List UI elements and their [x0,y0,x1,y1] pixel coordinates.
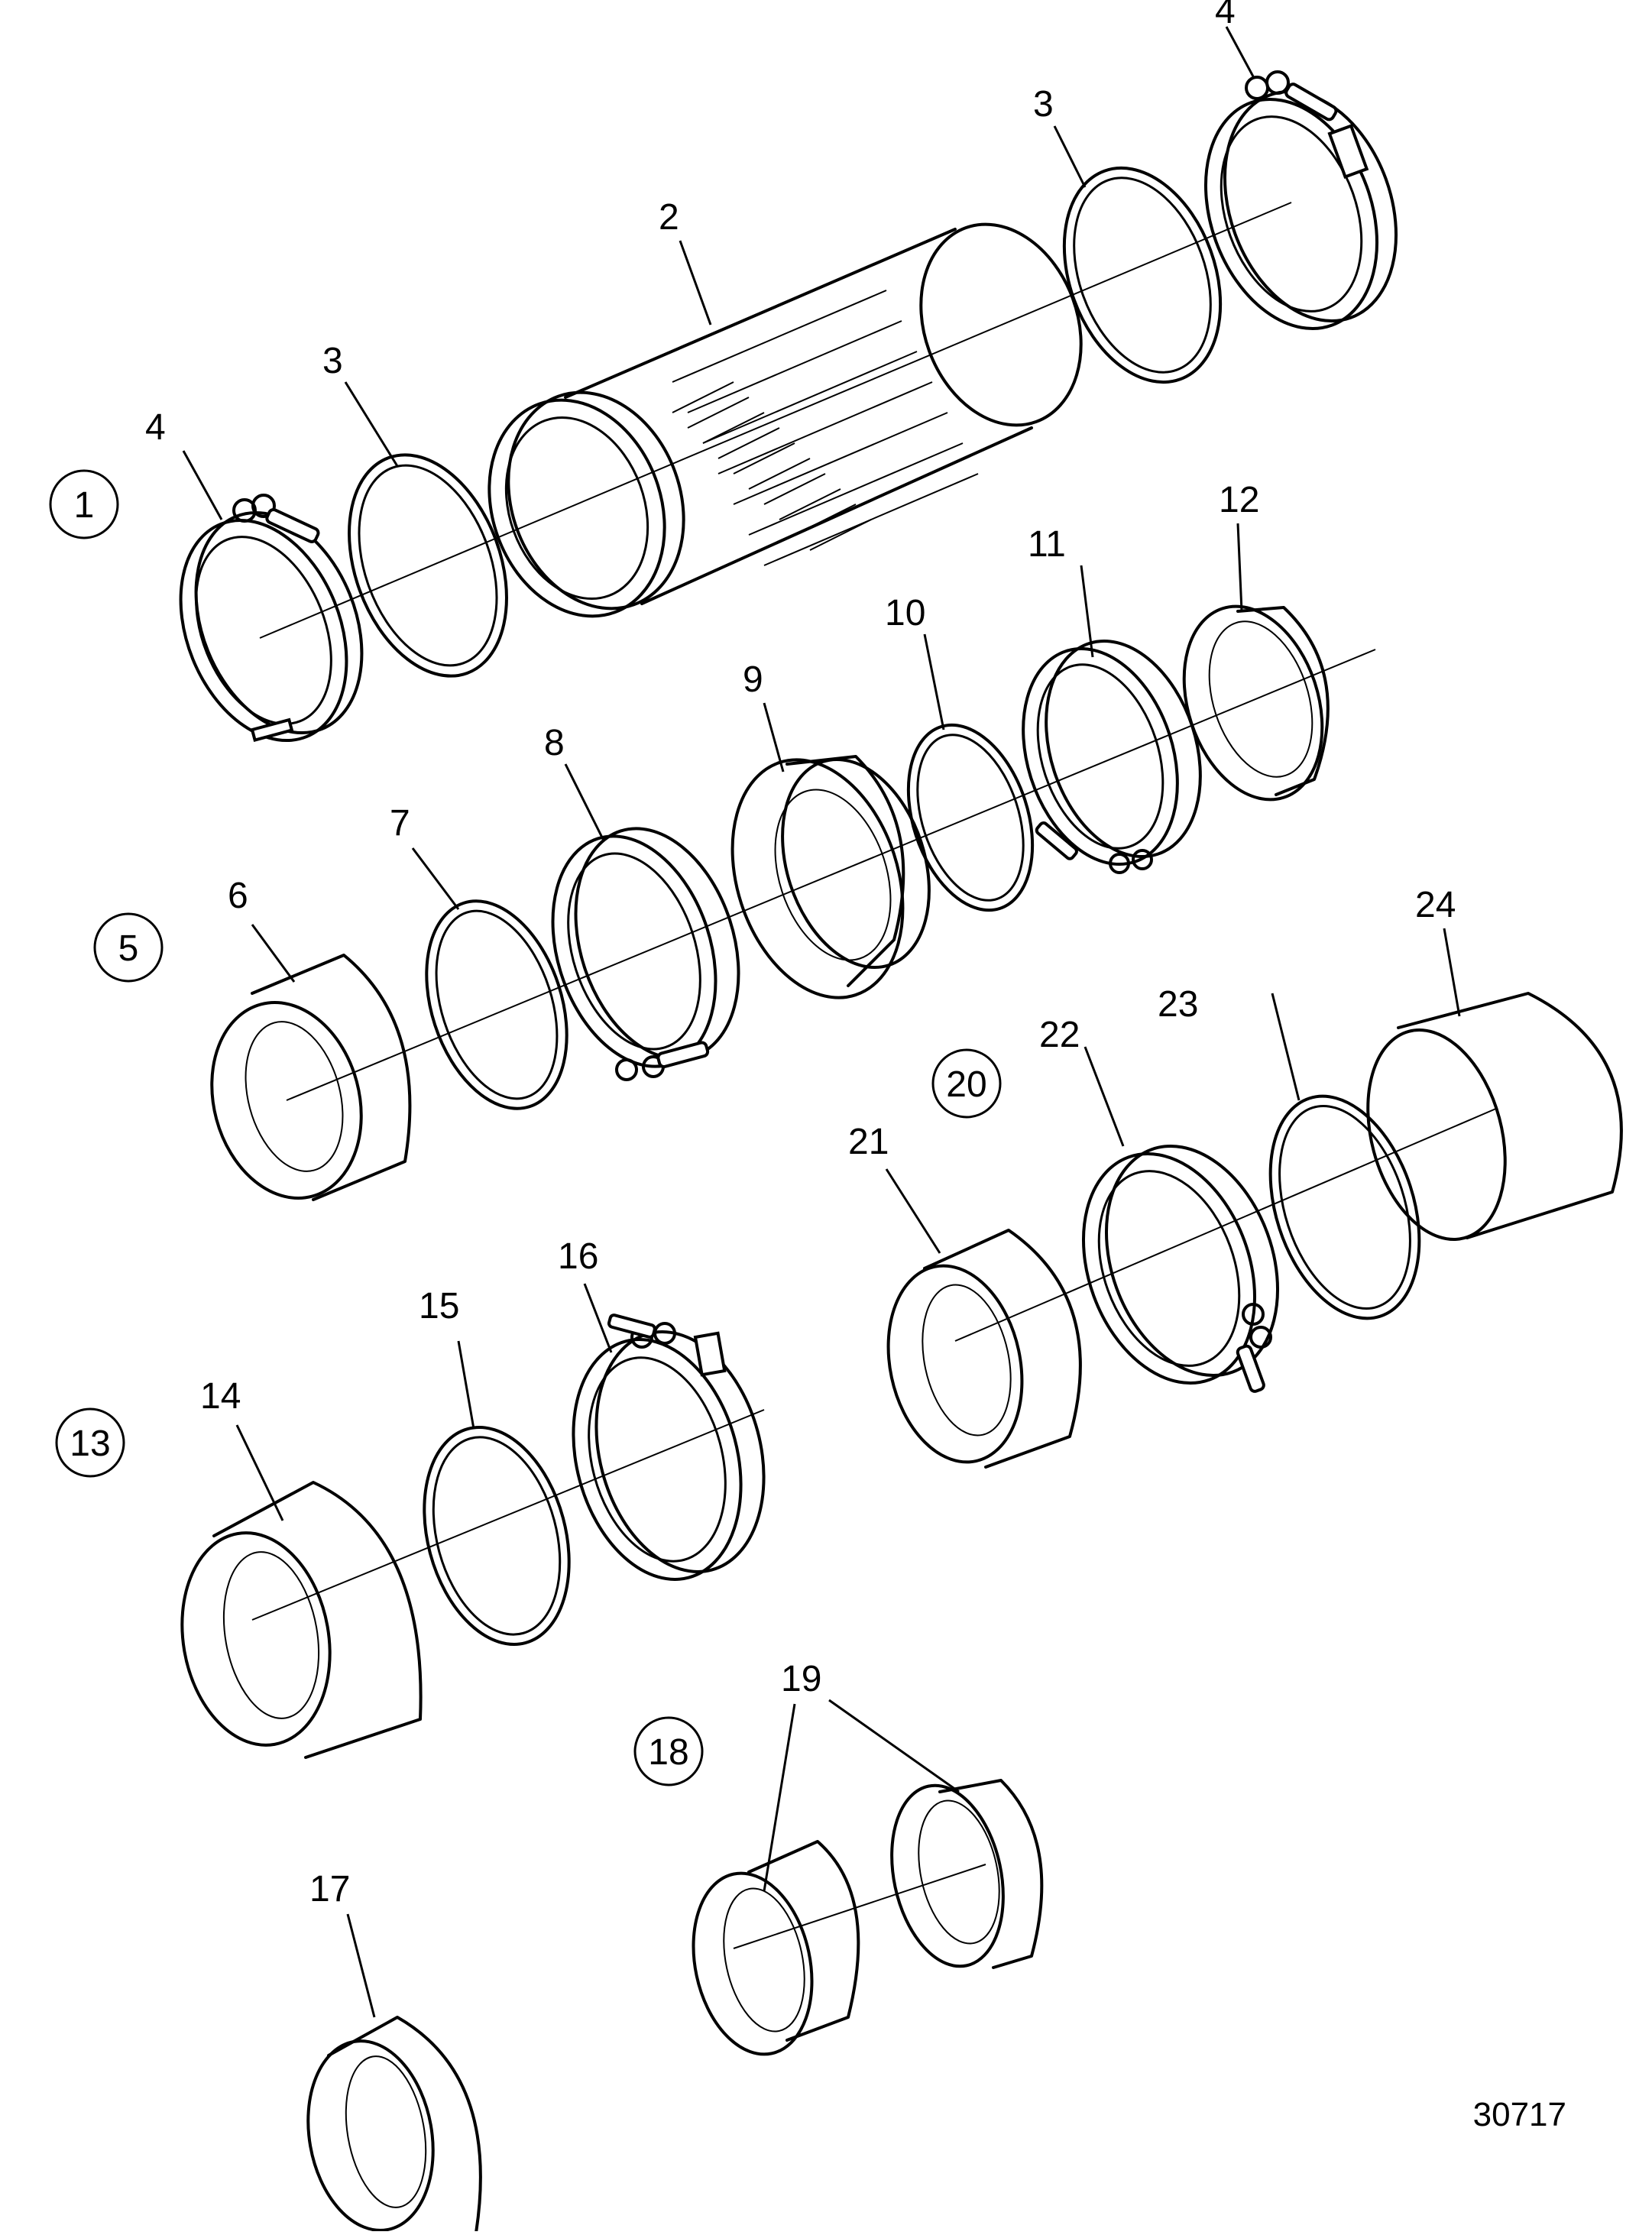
part-8-v-clamp [551,827,740,1081]
group-13-assembly [180,1283,766,1759]
callout-4-top: 4 [1215,0,1236,31]
leader-21 [885,1168,941,1254]
group-1-assembly [179,26,1398,743]
leader-3b [1053,125,1087,188]
callout-22: 22 [1039,1015,1080,1055]
leader-6 [251,924,296,983]
part-3-left-seal-ring [348,453,508,678]
part-6-pipe-adapter [210,954,412,1201]
leader-4b [1225,26,1255,77]
callout-9: 9 [743,659,763,700]
callout-15: 15 [419,1286,459,1326]
leader-14 [235,1424,284,1521]
part-19-right-sleeve [890,1779,1044,1969]
part-17-pipe-adapter [306,1913,482,2235]
callout-12: 12 [1219,480,1259,520]
svg-text:20: 20 [946,1064,986,1105]
svg-text:5: 5 [118,928,139,969]
callout-4-left: 4 [145,407,166,448]
part-14-pipe-adapter [180,1481,423,1759]
leader-7 [411,847,460,910]
callout-14: 14 [200,1376,241,1417]
part-15-seal-ring [423,1426,571,1646]
leader-19a [763,1703,796,1892]
group-badge-5: 5 [93,912,164,983]
leader-2 [679,240,712,326]
part-24-large-sleeve [1366,992,1623,1242]
leader-16 [583,1283,613,1353]
group-badge-18: 18 [633,1716,704,1786]
leader-4a [182,450,223,520]
leader-19b [828,1699,960,1793]
group-13-axis-line [251,1409,765,1621]
group-5-axis-line [286,649,1376,1101]
leader-17 [346,1913,376,2018]
leader-11 [1080,565,1094,658]
callout-3-left: 3 [322,341,343,381]
leader-10 [923,633,945,730]
part-4-left-clamp [179,494,364,743]
leader-12 [1236,523,1243,612]
group-badge-20: 20 [931,1048,1002,1119]
callout-16: 16 [558,1236,598,1277]
leader-8 [564,763,605,841]
part-7-seal-ring [425,899,568,1110]
callout-8: 8 [544,723,565,763]
group-20-assembly [885,928,1623,1469]
leader-15 [457,1340,475,1430]
leader-3a [344,381,399,467]
callout-17: 17 [309,1869,350,1909]
part-10-seal-ring [906,723,1035,912]
callout-23: 23 [1158,984,1198,1025]
part-2-bellows [488,222,1083,618]
part-9-flange-adapter [730,755,931,999]
callout-3-right: 3 [1033,84,1054,125]
svg-text:13: 13 [70,1424,110,1464]
leader-22 [1084,1046,1125,1147]
leader-23 [1271,993,1301,1101]
callout-6: 6 [228,876,248,916]
group-badge-1: 1 [49,469,119,539]
callout-19: 19 [781,1659,821,1699]
leader-24 [1443,928,1461,1017]
group-badge-13: 13 [55,1407,125,1478]
callout-11: 11 [1028,524,1066,565]
part-12-short-sleeve [1182,604,1330,802]
group-18-axis-line [733,1864,986,1949]
part-16-v-clamp [572,1313,766,1581]
callout-21: 21 [848,1122,889,1162]
part-22-v-clamp [1081,1144,1280,1393]
part-23-seal-ring [1268,1094,1421,1320]
svg-text:1: 1 [74,485,95,526]
assembly-axis-line [259,202,1292,639]
part-4-right-clamp [1203,70,1398,331]
group-5-assembly [210,523,1376,1201]
callout-10: 10 [885,593,925,633]
callout-7: 7 [390,803,410,844]
part-11-v-clamp [1022,640,1202,874]
drawing-reference-number: 30717 [1473,2096,1566,2133]
part-3-right-seal-ring [1062,166,1223,384]
part-19-left-sleeve [692,1840,860,2056]
callout-labels: 4 3 2 3 4 12 11 10 9 8 7 6 24 23 22 21 1… [145,0,1456,1909]
callout-2: 2 [659,197,679,238]
svg-text:18: 18 [648,1732,688,1773]
callout-24: 24 [1415,885,1456,925]
leader-9 [763,702,785,773]
group-20-axis-line [954,1107,1498,1342]
group-badges: 1 5 20 13 18 [49,469,1002,1786]
group-18-assembly [692,1699,1044,2056]
part-21-pipe-adapter [886,1229,1082,1469]
